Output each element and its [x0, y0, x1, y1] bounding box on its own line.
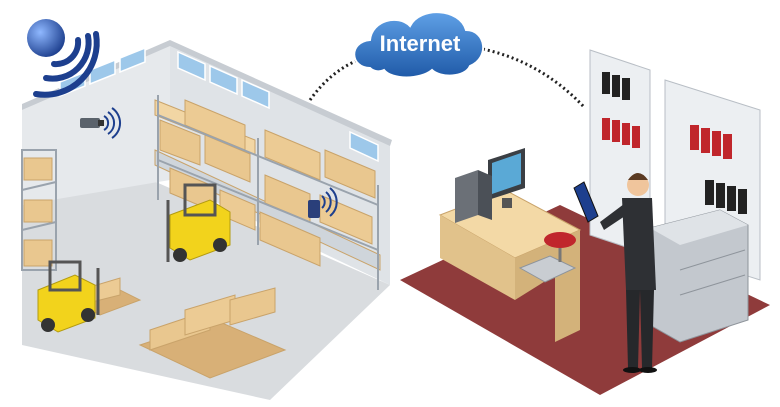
office-chair	[544, 232, 576, 262]
forklift-back	[166, 183, 231, 262]
copier	[649, 209, 749, 343]
wifi-signal-icon	[27, 19, 100, 98]
warehouse	[21, 40, 392, 400]
computer-monitor	[488, 148, 525, 208]
wall-top-right	[170, 40, 392, 146]
tablet-device	[573, 181, 599, 223]
link-cloud-to-office	[477, 46, 587, 110]
warehouse-floor	[22, 175, 390, 400]
paper-tray	[518, 255, 577, 283]
left-shelving	[21, 149, 57, 271]
cloud-icon: Internet	[353, 11, 485, 79]
camera-icon	[80, 107, 121, 139]
office	[400, 49, 770, 395]
forklift-front	[37, 260, 100, 333]
scanner-icon	[308, 187, 338, 218]
warehouse-windows	[59, 46, 379, 163]
link-warehouse-to-cloud	[308, 58, 359, 101]
computer-tower	[455, 170, 492, 223]
rack-frame	[157, 95, 379, 290]
man-with-tablet	[573, 173, 657, 373]
cloud-label: Internet	[380, 31, 461, 56]
floor-pallets	[68, 277, 287, 379]
network-links	[308, 46, 587, 110]
